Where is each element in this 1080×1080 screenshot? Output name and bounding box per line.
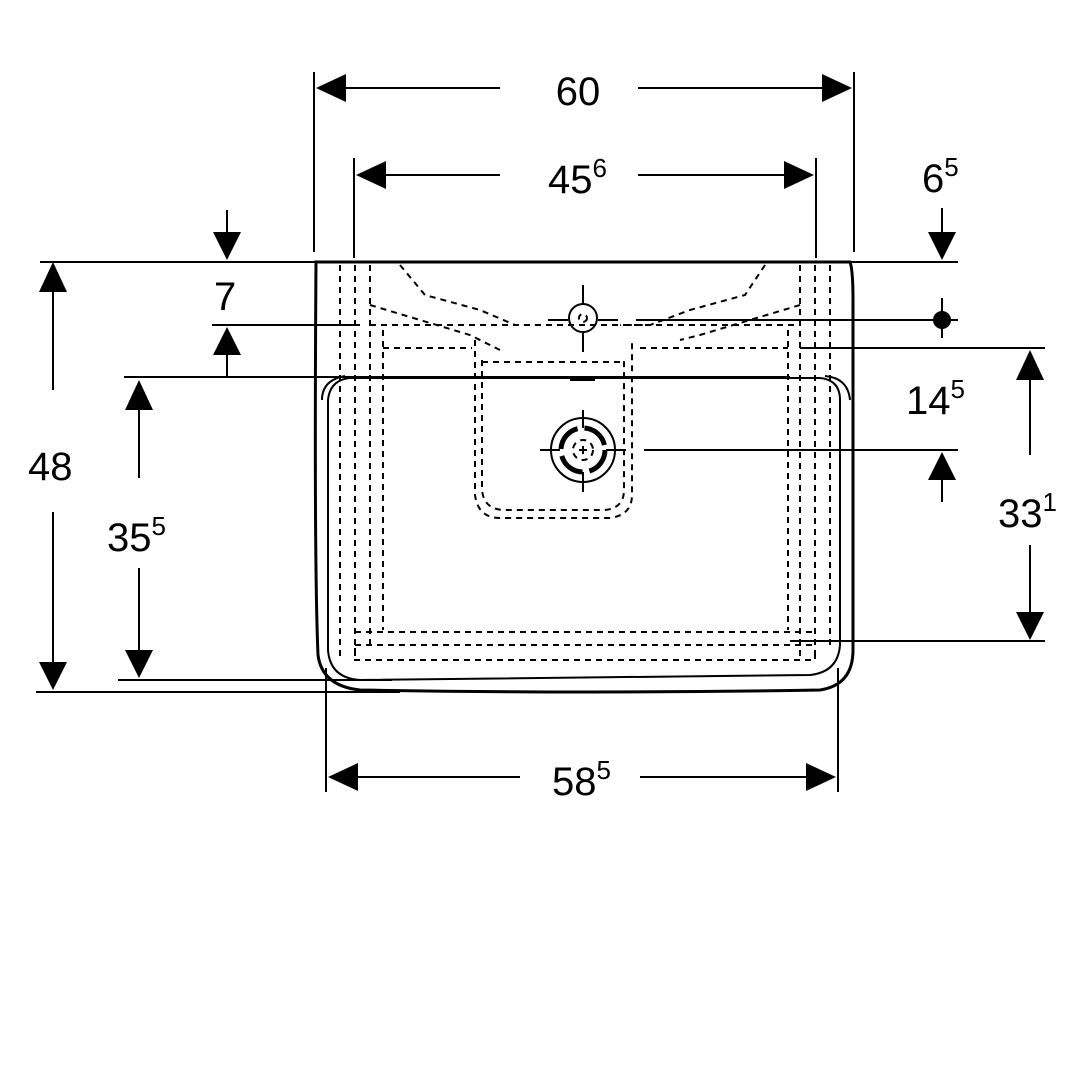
dimension-bowl-depth: 355 <box>107 376 790 681</box>
dimension-label-total-width: 60 <box>556 70 601 114</box>
drain <box>540 410 626 492</box>
dimension-bottom-width: 585 <box>325 668 839 804</box>
dimension-rim-offset: 65 <box>636 152 959 338</box>
dimension-back-to-drain: 331 <box>790 347 1057 642</box>
bowl-rim <box>321 375 851 682</box>
dimension-label-total-depth: 48 <box>28 445 73 489</box>
dimension-total-width: 60 <box>313 70 855 252</box>
tap-reference-dot <box>933 311 951 329</box>
dimension-label-bottom-width: 585 <box>552 755 611 804</box>
dimension-total-depth: 48 <box>28 262 400 693</box>
dimension-inner-width: 456 <box>353 153 817 258</box>
dimension-label-tap-offset: 7 <box>214 275 236 319</box>
dimension-label-bowl-depth: 355 <box>107 511 166 560</box>
tap-hole <box>548 285 618 352</box>
dimension-label-rim-offset: 65 <box>922 152 959 201</box>
dimension-label-back-to-drain: 331 <box>998 487 1057 536</box>
basin-outline <box>313 260 855 694</box>
dimension-tap-offset: 7 <box>40 210 360 378</box>
dimension-drain-offset: 145 <box>644 374 965 502</box>
hidden-lines <box>339 264 831 661</box>
dimension-label-inner-width: 456 <box>548 153 607 202</box>
dimension-label-drain-offset: 145 <box>906 374 965 423</box>
